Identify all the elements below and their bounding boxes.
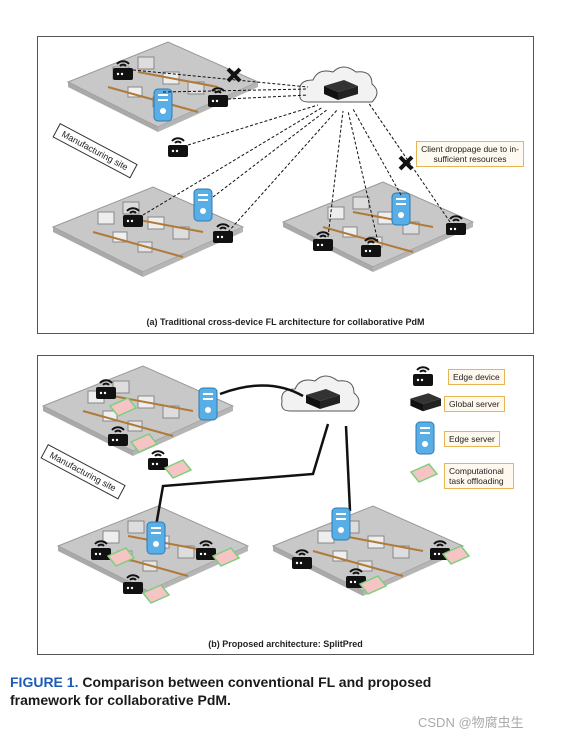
legend-edge-device-icon [412, 366, 434, 387]
legend-global-server-icon [410, 393, 441, 412]
figure-caption: FIGURE 1. Comparison between conventiona… [10, 673, 480, 709]
figure-caption-text: Comparison between conventional FL and p… [10, 674, 432, 708]
legend-task-offloading-icon [410, 463, 438, 483]
client-droppage-note: Client droppage due to in-sufficient res… [416, 141, 524, 167]
legend-edge-server-icon [415, 421, 435, 455]
figure-label: FIGURE 1. [10, 674, 79, 690]
drop-x-icon-2 [398, 155, 414, 171]
legend-task-offloading: Computational task offloading [444, 463, 514, 489]
watermark: CSDN @物腐虫生 [418, 715, 524, 730]
legend-global-server: Global server [444, 396, 505, 412]
panel-b: Edge device Global server Edge server Co… [37, 355, 534, 655]
panel-a-caption: (a) Traditional cross-device FL architec… [146, 317, 425, 327]
panel-b-caption: (b) Proposed architecture: SplitPred [208, 639, 363, 649]
legend-edge-server: Edge server [444, 431, 500, 447]
drop-x-icon-1 [226, 67, 242, 83]
panel-a: Manufacturing site Client droppage due t… [37, 36, 534, 334]
panel-a-diagram [52, 41, 474, 278]
legend-edge-device: Edge device [448, 369, 505, 385]
panel-b-diagram [42, 365, 470, 604]
